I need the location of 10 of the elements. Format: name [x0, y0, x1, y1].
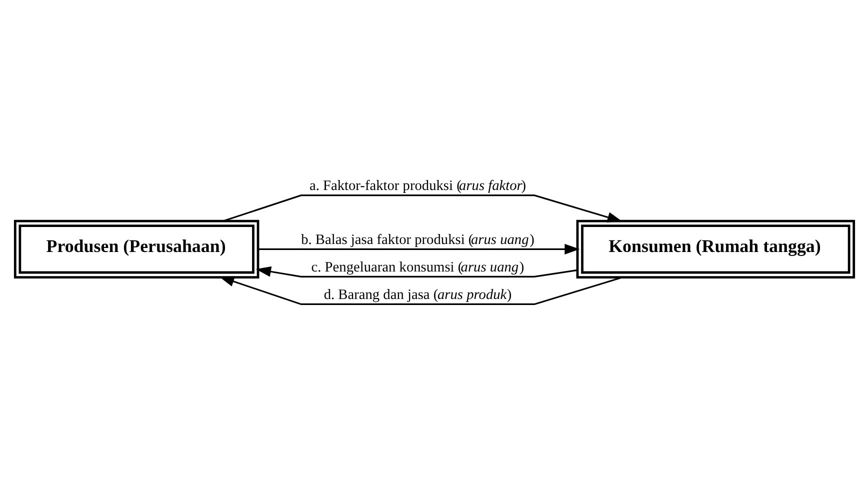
arrow — [258, 243, 580, 254]
node-box: Produsen (Perusahaan) — [13, 219, 259, 278]
edge-label: c. Pengeluaran konsumsi (arus uang) — [310, 258, 524, 275]
edge-label: d. Barang dan jasa (arus produk) — [323, 286, 512, 302]
arrow — [218, 276, 622, 304]
arrow — [222, 194, 622, 222]
edge-label: b. Balas jasa faktor produksi (arus uang) — [300, 231, 534, 248]
arrow — [255, 266, 577, 277]
node-box: Konsumen (Rumah tangga) — [576, 219, 855, 278]
edge-label: a. Faktor-faktor produksi (arus faktor) — [308, 178, 526, 194]
